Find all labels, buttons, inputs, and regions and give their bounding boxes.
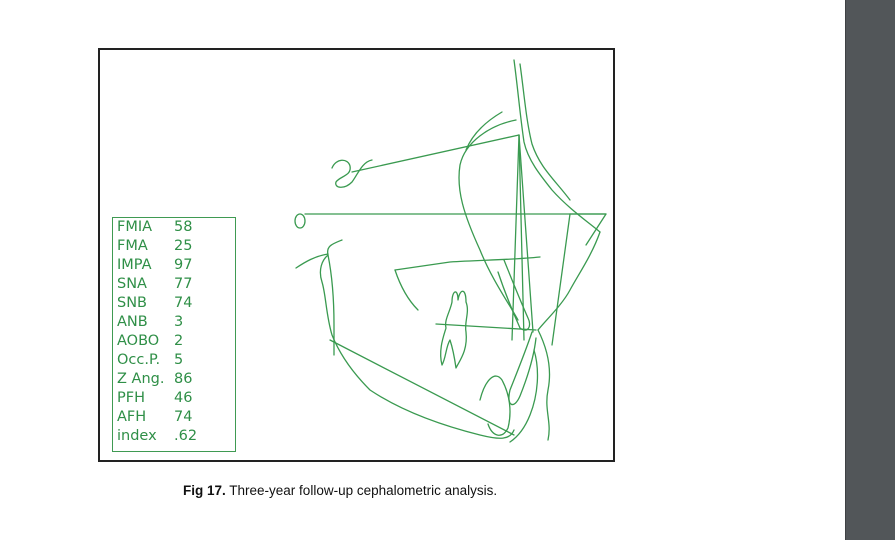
measurement-label: PFH (117, 390, 145, 406)
chin-profile (509, 349, 539, 443)
palatal-plane (394, 256, 541, 271)
frontal-curve (458, 119, 519, 321)
measurement-label: IMPA (117, 257, 152, 273)
measurement-row: SNB 74 (117, 294, 192, 313)
measurement-label: AOBO (117, 333, 160, 349)
measurement-value: 2 (174, 333, 184, 349)
measurement-row: IMPA 97 (117, 256, 192, 275)
measurement-row: Occ.P. 5 (117, 351, 183, 370)
measurement-label: FMIA (117, 219, 153, 235)
orbital-curve (465, 111, 503, 151)
measurement-label: Z Ang. (117, 371, 165, 387)
measurement-label: SNA (117, 276, 147, 292)
measurement-row: PFH 46 (117, 389, 192, 408)
occlusal-line (435, 323, 537, 331)
frankfort-arrow (569, 213, 607, 246)
mandibular-plane (329, 339, 515, 436)
figure-caption: Fig 17. Three-year follow-up cephalometr… (183, 483, 497, 498)
measurement-label: FMA (117, 238, 148, 254)
measurement-row: Z Ang. 86 (117, 370, 192, 389)
palate-outline (394, 269, 419, 311)
measurement-label: index (117, 428, 157, 444)
measurement-value: 46 (174, 390, 193, 406)
measurement-row: ANB 3 (117, 313, 183, 332)
measurement-row: index .62 (117, 427, 197, 446)
measurement-row: FMA 25 (117, 237, 192, 256)
measurement-label: AFH (117, 409, 147, 425)
measurement-value: 86 (174, 371, 193, 387)
measurement-row: SNA 77 (117, 275, 192, 294)
lower-incisor (508, 331, 537, 406)
porion-circle (294, 213, 306, 229)
facial-line (551, 213, 571, 346)
pterygoid-curve (295, 253, 329, 269)
measurement-row: FMIA 58 (117, 218, 192, 237)
measurement-value: 74 (174, 409, 193, 425)
molar-tooth (440, 290, 469, 369)
measurement-value: 5 (174, 352, 184, 368)
measurement-value: 25 (174, 238, 193, 254)
measurement-label: Occ.P. (117, 352, 161, 368)
soft-profile (537, 231, 601, 331)
measurement-label: ANB (117, 314, 148, 330)
measurement-value: 74 (174, 295, 193, 311)
measurement-label: SNB (117, 295, 147, 311)
measurement-table: FMIA 58 FMA 25 IMPA 97 SNA 77 SNB 74 ANB… (112, 217, 236, 452)
measurement-value: .62 (174, 428, 198, 444)
soft-forehead (519, 63, 571, 201)
forehead-profile (513, 59, 601, 233)
mandible-posterior (327, 254, 335, 356)
nb-line (511, 134, 520, 341)
document-page: FMIA 58 FMA 25 IMPA 97 SNA 77 SNB 74 ANB… (98, 48, 615, 498)
sella-squiggle (331, 159, 373, 188)
cephalometric-tracing (294, 59, 607, 443)
measurement-value: 97 (174, 257, 193, 273)
sn-line (351, 134, 520, 173)
na-line (518, 134, 534, 333)
mandible-ramus (319, 239, 515, 439)
viewer-scroll-gutter[interactable] (845, 0, 895, 540)
caption-label: Fig 17. (183, 483, 226, 498)
measurement-value: 58 (174, 219, 193, 235)
measurement-row: AOBO 2 (117, 332, 183, 351)
upper-incisor (497, 259, 531, 331)
symphysis (479, 375, 511, 436)
caption-text: Three-year follow-up cephalometric analy… (229, 483, 498, 498)
cephalometric-figure: FMIA 58 FMA 25 IMPA 97 SNA 77 SNB 74 ANB… (98, 48, 615, 462)
measurement-row: AFH 74 (117, 408, 192, 427)
lip-profile (537, 329, 551, 441)
measurement-value: 3 (174, 314, 184, 330)
measurement-value: 77 (174, 276, 193, 292)
